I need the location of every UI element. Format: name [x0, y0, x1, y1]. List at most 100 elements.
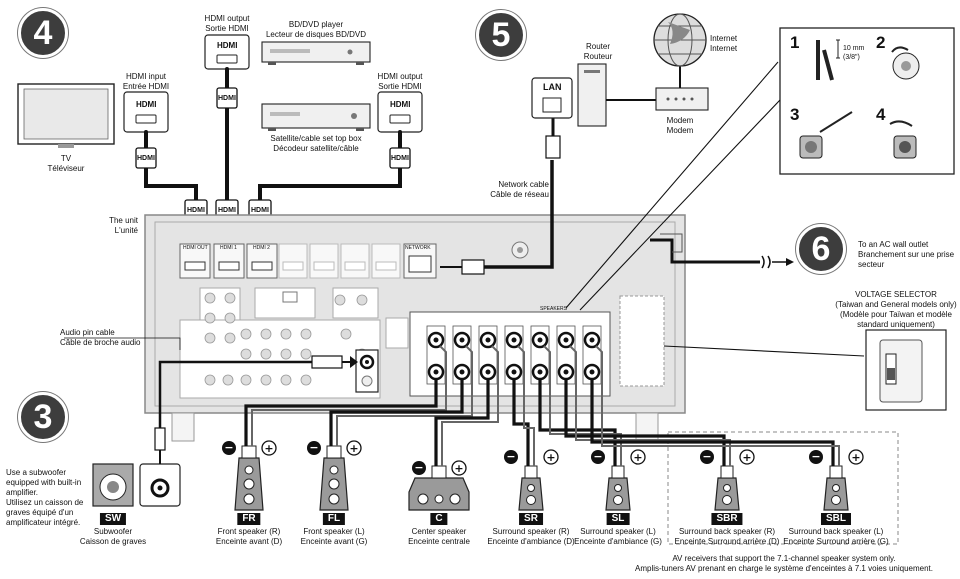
- speaker-wire-sr-plus: [517, 345, 535, 466]
- minus-terminal-symbol: [222, 441, 236, 455]
- plus-sign: +: [742, 451, 751, 464]
- speaker-wires: [244, 345, 840, 466]
- plug-label-settop: HDMI: [391, 155, 409, 162]
- minus-terminal-symbol: [412, 461, 426, 475]
- speaker-code-c: C: [430, 513, 448, 525]
- plus-sign: +: [454, 462, 463, 475]
- minus-terminal-symbol: [700, 450, 714, 464]
- audio-pin-cable: [64, 337, 358, 464]
- speaker-wire-c-minus: [434, 380, 490, 466]
- minus-terminal-symbol: [591, 450, 605, 464]
- plus-terminal-symbol: [739, 449, 755, 465]
- plus-terminal-symbol: [451, 460, 467, 476]
- speaker-terminals: [426, 325, 602, 385]
- subwoofer-input-jack: [139, 463, 181, 507]
- subwoofer-preout-jack: [355, 349, 379, 393]
- plus-terminal-symbol: [630, 449, 646, 465]
- internet-globe-icon: [653, 13, 707, 67]
- speaker-code-sl: SL: [606, 513, 630, 525]
- receiver-back-panel: [144, 214, 686, 442]
- bd-player-icon: [261, 41, 371, 65]
- plus-sign: +: [633, 451, 642, 464]
- speaker-wire-steps-panel: [565, 27, 955, 311]
- voltage-selector-label: VOLTAGE SELECTOR(Taiwan and General mode…: [835, 290, 957, 329]
- panel-speakers-label: SPEAKERS: [540, 306, 567, 312]
- speaker-wire-sl-plus: [543, 345, 622, 466]
- panel-hdmi-out-label: HDMI OUT: [183, 245, 208, 251]
- note-71-channel: AV receivers that support the 7.1-channe…: [635, 554, 933, 573]
- speaker-sl-icon: [605, 477, 631, 511]
- step-badge-3: 3: [18, 392, 68, 442]
- tv-icon: [17, 83, 115, 148]
- minus-sign: −: [702, 450, 711, 463]
- minus-terminal-symbol: [307, 441, 321, 455]
- speaker-wire-c-plus: [441, 345, 499, 466]
- seven-one-frame: [667, 431, 899, 545]
- plus-sign: +: [264, 442, 273, 455]
- strip-length-label: 10 mm(3/8"): [843, 45, 865, 61]
- tv-port-label: HDMI: [136, 100, 157, 109]
- plug-label-out: HDMI: [187, 207, 205, 214]
- settop-port-label: HDMI: [390, 100, 411, 109]
- step-badge-5: 5: [476, 10, 526, 60]
- speaker-wire-sl-minus: [538, 380, 617, 466]
- minus-terminal-symbol: [809, 450, 823, 464]
- minus-terminal-symbol: [504, 450, 518, 464]
- tv-hdmi-port: [123, 91, 169, 133]
- speaker-c-icon: [408, 477, 470, 511]
- bd-hdmi-port: [204, 34, 250, 70]
- plug-label-bd: HDMI: [218, 95, 236, 102]
- speaker-sbr-icon: [714, 477, 740, 511]
- plus-sign: +: [851, 451, 860, 464]
- bd-port-label: HDMI: [217, 41, 238, 50]
- minus-sign: −: [309, 441, 318, 454]
- plus-terminal-symbol: [848, 449, 864, 465]
- speaker-wire-fr-plus: [251, 345, 447, 446]
- settop-hdmi-port: [377, 91, 423, 133]
- speaker-code-sbr: SBR: [711, 513, 743, 525]
- speaker-code-fr: FR: [237, 513, 261, 525]
- plus-terminal-symbol: [346, 440, 362, 456]
- speaker-name-sbl: Surround back speaker (L)Enceinte Surrou…: [783, 527, 889, 546]
- power-cord: [650, 233, 794, 269]
- minus-sign: −: [811, 450, 820, 463]
- speaker-wire-sbr-plus: [569, 345, 731, 466]
- wire-step-4: 4: [876, 105, 886, 124]
- plus-sign: +: [349, 442, 358, 455]
- hdmi-cables: [144, 67, 402, 204]
- plus-terminal-symbol: [543, 449, 559, 465]
- plus-sign: +: [546, 451, 555, 464]
- speaker-wire-sbl-plus: [595, 345, 840, 466]
- speaker-code-sr: SR: [519, 513, 543, 525]
- step-badge-6: 6: [796, 224, 846, 274]
- panel-network-label: NETWORK: [405, 245, 431, 251]
- speakers-group: −+−+−+−+−+−+−+: [222, 440, 864, 511]
- plug-label-in1: HDMI: [218, 207, 236, 214]
- speaker-code-sbl: SBL: [821, 513, 851, 525]
- speaker-wire-sbl-minus: [590, 380, 835, 466]
- speaker-wire-fr-minus: [244, 380, 438, 446]
- speaker-name-fr: Front speaker (R)Enceinte avant (D): [215, 527, 283, 546]
- panel-hdmi1-label: HDMI 1: [220, 245, 237, 251]
- speaker-sbl-icon: [823, 477, 849, 511]
- minus-sign: −: [593, 450, 602, 463]
- panel-hdmi2-label: HDMI 2: [253, 245, 270, 251]
- minus-sign: −: [414, 461, 423, 474]
- speaker-code-sw: SW: [99, 513, 127, 525]
- speaker-wire-fl-minus: [329, 380, 464, 446]
